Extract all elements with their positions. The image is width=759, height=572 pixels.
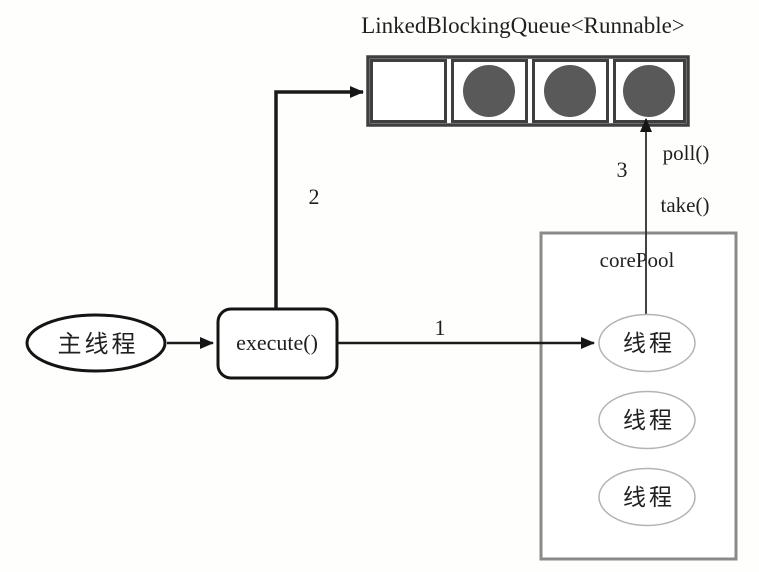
queue-slot (370, 59, 447, 123)
main-thread-ellipse (25, 313, 167, 373)
label-step2: 2 (309, 184, 320, 209)
queue-slot (451, 59, 528, 123)
core-pool-label: corePool (600, 248, 675, 272)
thread-node: 线程 (598, 467, 696, 527)
thread-label: 线程 (623, 408, 675, 433)
thread-node: 线程 (598, 313, 696, 373)
task-circle (623, 65, 675, 117)
label-step3: 3 (617, 157, 628, 182)
queue-slot (613, 59, 686, 123)
execute-label: execute() (236, 330, 318, 355)
thread-ellipse (598, 467, 696, 527)
thread-label: 线程 (623, 485, 675, 510)
queue-slot-box (370, 59, 447, 123)
task-circle (463, 65, 515, 117)
thread-label: 线程 (623, 331, 675, 356)
execute-box (216, 307, 339, 380)
thread-ellipse (598, 313, 696, 373)
queue-slot (532, 59, 609, 123)
label-step1: 1 (435, 315, 446, 340)
thread-node: 线程 (598, 390, 696, 450)
label-poll: poll() (663, 141, 710, 165)
queue-title: LinkedBlockingQueue<Runnable> (361, 13, 685, 38)
task-circle (544, 65, 596, 117)
arrow-step2-enqueue (274, 86, 364, 308)
thread-ellipse (598, 390, 696, 450)
label-take: take() (661, 193, 710, 217)
main-thread-label: 主线程 (58, 331, 139, 358)
blocking-queue (366, 55, 690, 127)
